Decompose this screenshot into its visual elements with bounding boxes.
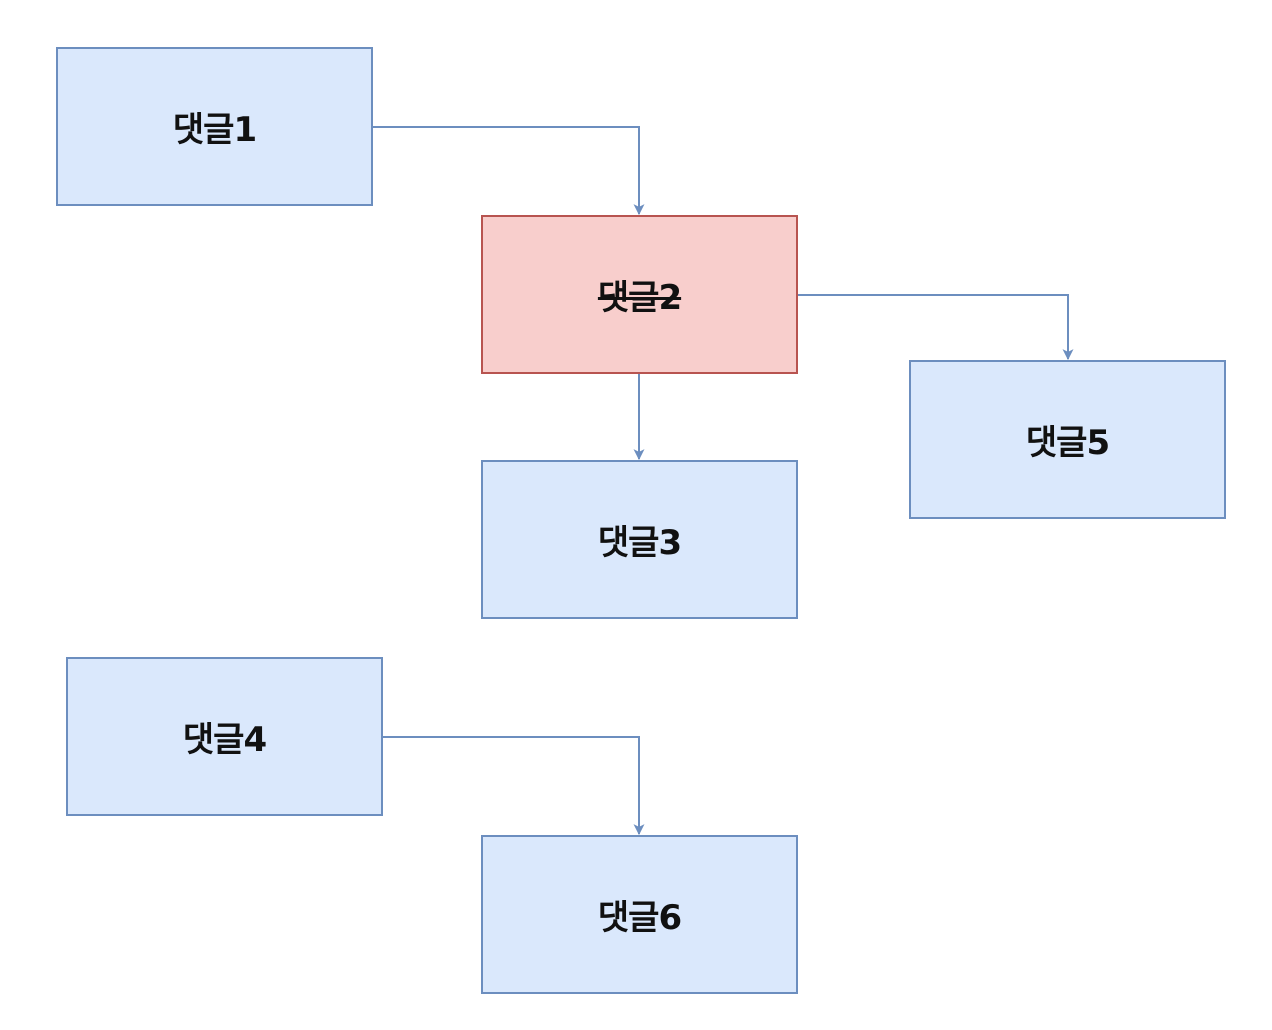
comment-node-4[interactable]: 댓글4 (66, 657, 383, 816)
comment-node-label: 댓글1 (172, 110, 257, 150)
edge-c1-c2 (372, 126, 645, 216)
comment-node-6[interactable]: 댓글6 (481, 835, 798, 994)
comment-node-label: 댓글4 (182, 720, 267, 760)
comment-node-label: 댓글6 (597, 898, 682, 938)
edge-c2-c5 (797, 294, 1074, 361)
comment-node-label: 댓글2 (597, 278, 682, 318)
edge-c4-c6 (382, 736, 645, 836)
comment-node-5[interactable]: 댓글5 (909, 360, 1226, 519)
comment-node-1[interactable]: 댓글1 (56, 47, 373, 206)
comment-node-2-deleted[interactable]: 댓글2 (481, 215, 798, 374)
comment-node-label: 댓글5 (1025, 423, 1110, 463)
comment-node-3[interactable]: 댓글3 (481, 460, 798, 619)
comment-node-label: 댓글3 (597, 523, 682, 563)
